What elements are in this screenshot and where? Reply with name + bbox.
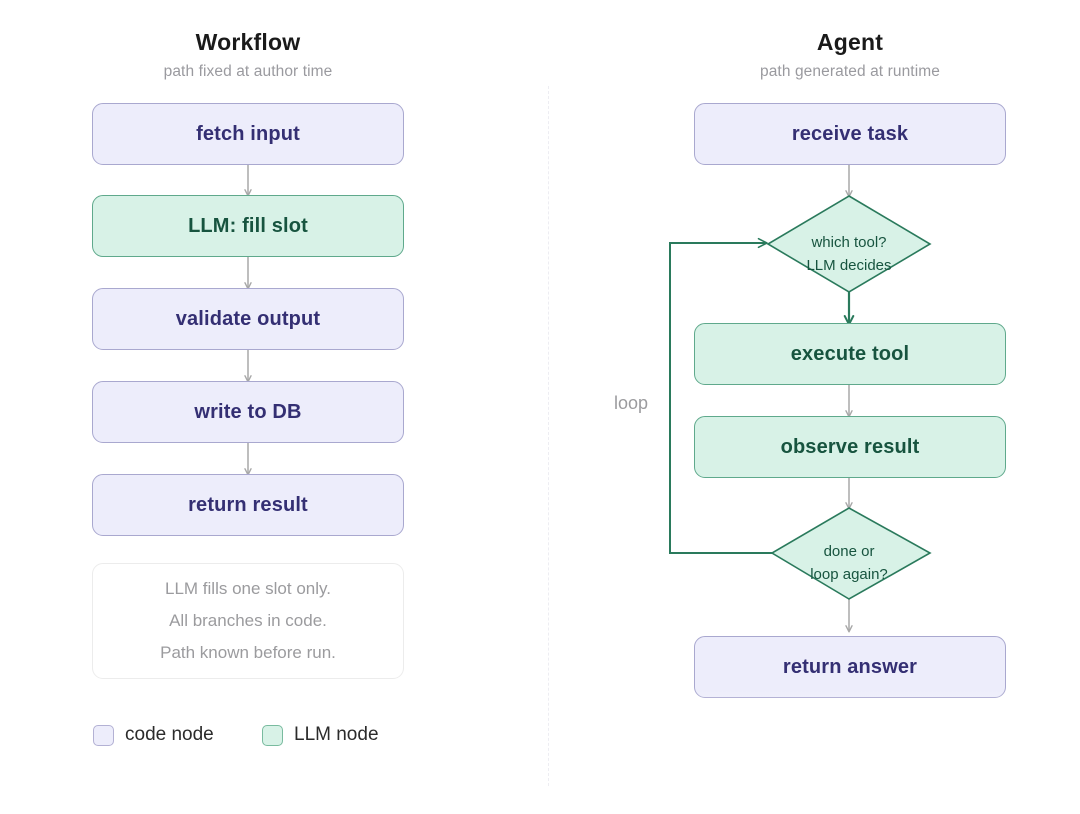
decision-done-or-loop (770, 507, 932, 600)
note-line-3: Path known before run. (160, 643, 336, 662)
node-label: execute tool (790, 342, 910, 365)
workflow-note: LLM fills one slot only. All branches in… (92, 563, 404, 679)
node-return-answer[interactable]: return answer (694, 636, 1006, 698)
node-label: write to DB (194, 400, 302, 423)
decision-line-2: LLM decides (806, 257, 892, 274)
workflow-title: Workflow (195, 29, 301, 55)
decision-done-or-loop-label: done or loop again? (769, 540, 929, 586)
node-return-result[interactable]: return result (92, 474, 404, 536)
node-label: validate output (175, 307, 321, 330)
node-write-to-db[interactable]: write to DB (92, 381, 404, 443)
node-label: return answer (782, 655, 918, 678)
column-divider (548, 86, 549, 786)
decision-which-tool-label: which tool? LLM decides (769, 231, 929, 277)
edge-loop-back (669, 237, 772, 554)
note-line-1: LLM fills one slot only. (165, 579, 331, 598)
node-receive-task[interactable]: receive task (694, 103, 1006, 165)
node-label: receive task (791, 122, 909, 145)
note-line-2: All branches in code. (169, 611, 327, 630)
node-label: return result (188, 493, 308, 516)
bottom-fade-overlay (600, 690, 1080, 814)
legend-label: LLM node (294, 724, 379, 745)
workflow-subtitle: path fixed at author time (163, 63, 333, 80)
node-fetch-input[interactable]: fetch input (92, 103, 404, 165)
decision-line-1: done or (823, 543, 875, 560)
loop-edge-label: loop (614, 393, 649, 413)
decision-line-2: loop again? (810, 566, 888, 583)
node-label: fetch input (196, 122, 300, 145)
decision-which-tool (766, 195, 932, 293)
legend-code-node: code node (93, 724, 214, 746)
node-label: LLM: fill slot (188, 214, 308, 237)
agent-subtitle: path generated at runtime (759, 63, 940, 80)
legend-label: code node (125, 724, 214, 745)
legend-swatch-llm-icon (262, 724, 283, 746)
node-observe-result[interactable]: observe result (694, 416, 1006, 478)
decision-line-1: which tool? (811, 234, 887, 251)
node-label: observe result (780, 435, 920, 458)
agent-title: Agent (816, 29, 884, 55)
node-llm-fill-slot[interactable]: LLM: fill slot (92, 195, 404, 257)
node-validate-output[interactable]: validate output (92, 288, 404, 350)
legend-llm-node: LLM node (262, 724, 379, 746)
node-execute-tool[interactable]: execute tool (694, 323, 1006, 385)
legend-swatch-code-icon (93, 724, 114, 746)
